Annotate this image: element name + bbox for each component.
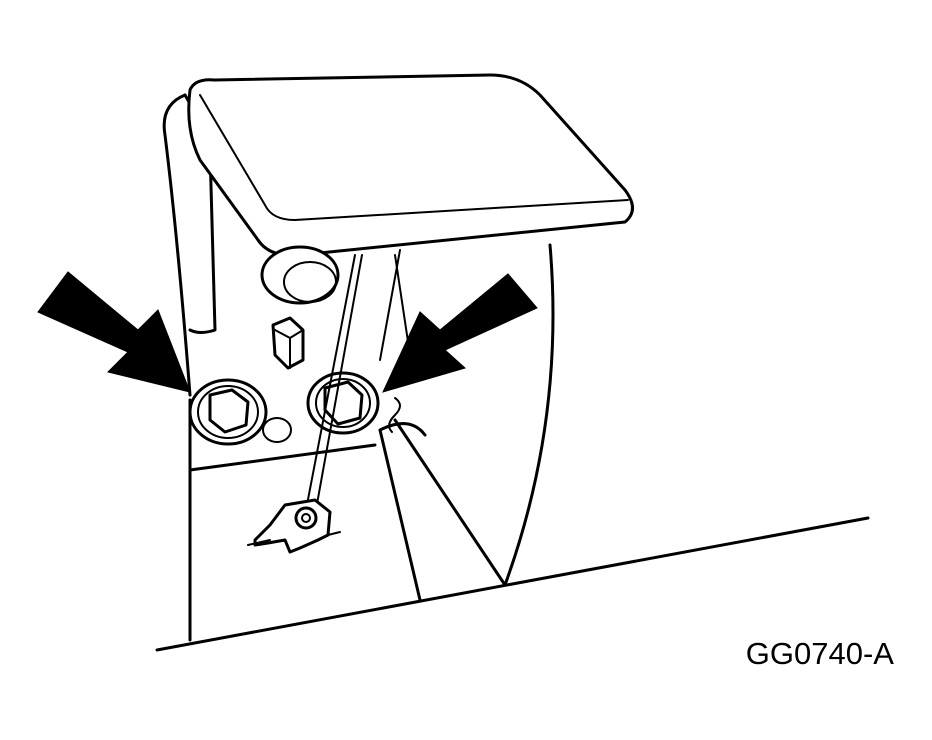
left-bolt-washer — [188, 378, 268, 446]
bracket-panel — [162, 93, 192, 397]
right-bolt-head — [323, 380, 364, 426]
small-hole — [262, 417, 292, 443]
clip-detail — [388, 397, 401, 433]
latch-eye — [294, 506, 318, 530]
latch-eye-inner — [301, 513, 311, 523]
floor-line — [155, 516, 870, 652]
figure-label: GG0740-A — [745, 636, 894, 671]
cover-lid-edge — [199, 94, 629, 221]
upper-hole-inner — [283, 261, 337, 303]
left-bolt-washer-inner — [197, 385, 259, 439]
cover-lid — [187, 73, 634, 257]
arrow-pointing-down-left-icon — [382, 273, 538, 393]
latch — [253, 498, 332, 554]
left-bolt-head — [208, 388, 250, 434]
arrow-pointing-down-right-icon — [37, 271, 191, 393]
side-panel-fold — [378, 418, 507, 602]
side-panel — [503, 243, 555, 587]
square-nut — [271, 316, 305, 370]
upper-hole — [260, 245, 340, 305]
release-cable — [304, 254, 363, 516]
mounting-plate — [188, 398, 377, 642]
right-bolt-washer — [306, 371, 380, 435]
latch-pin — [247, 531, 341, 546]
square-nut-edge — [274, 329, 304, 369]
right-bolt-washer-inner — [315, 378, 371, 428]
